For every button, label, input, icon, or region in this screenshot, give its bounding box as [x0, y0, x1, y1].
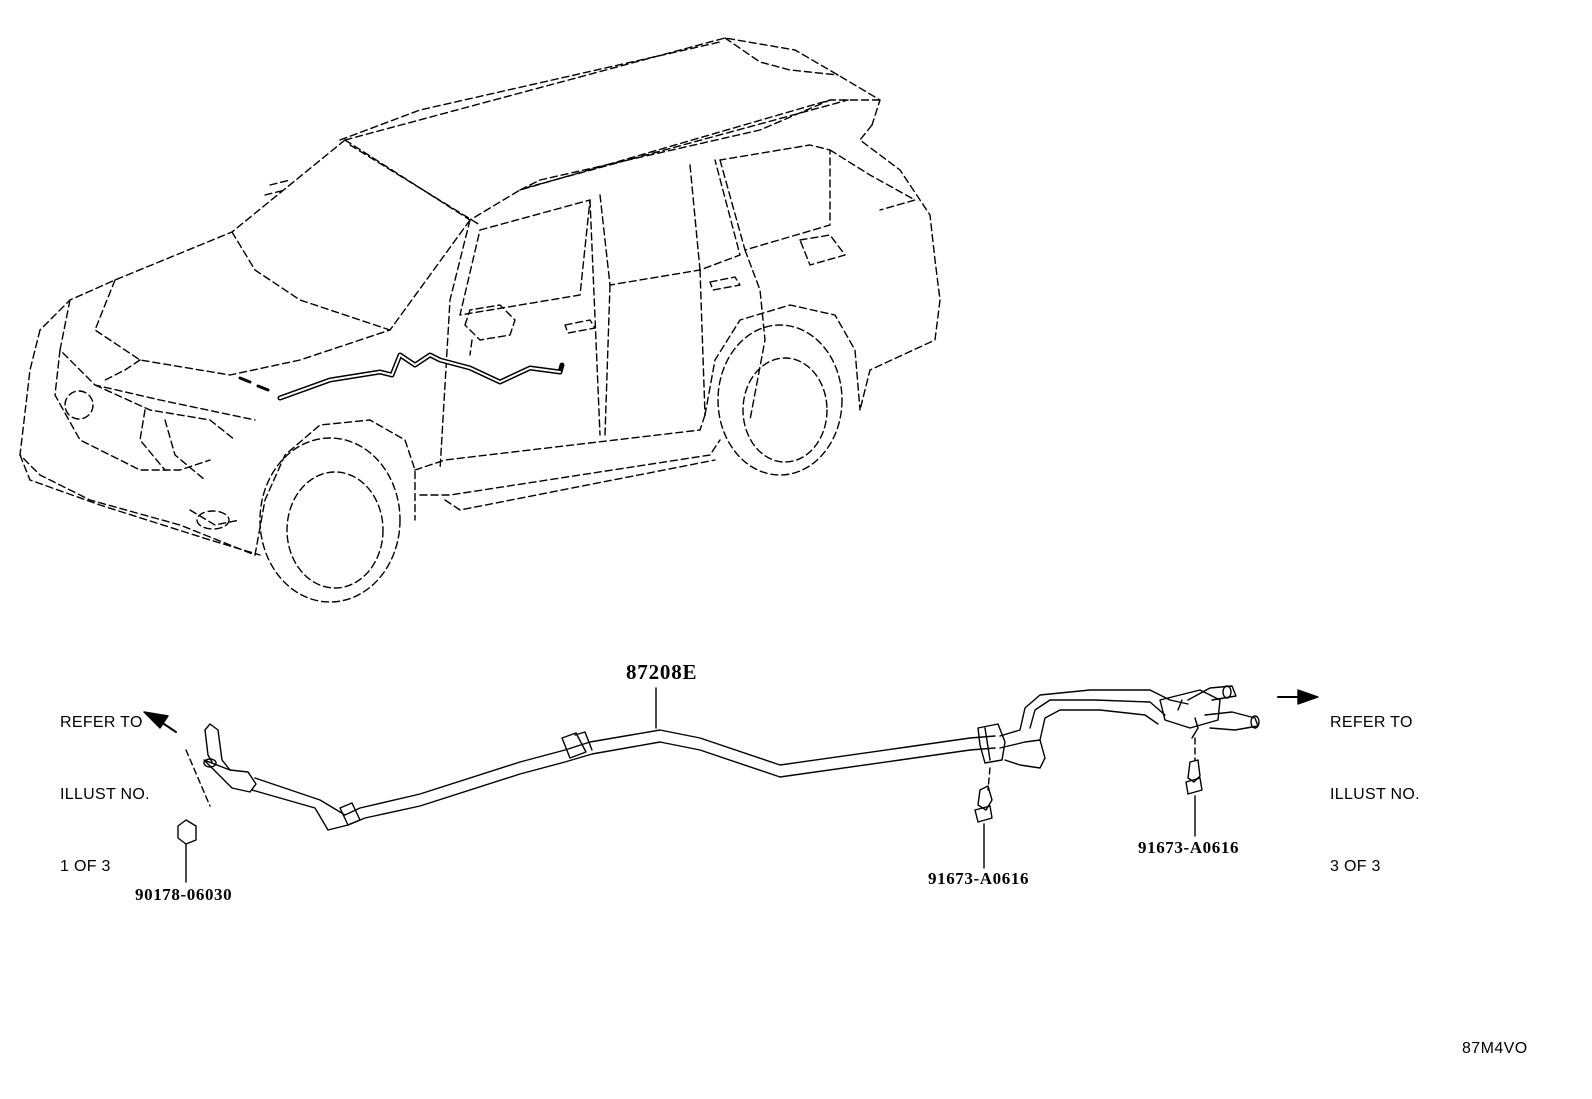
- part-number-bolt-right[interactable]: 91673-A0616: [1138, 838, 1240, 857]
- refer-right-line1: REFER TO: [1330, 714, 1413, 731]
- illustration-code: 87M4VO: [1462, 1040, 1528, 1057]
- part-number-bolt-center[interactable]: 91673-A0616: [928, 869, 1030, 888]
- hose-assembly-87208e: [203, 685, 1260, 831]
- refer-right-line3: 3 OF 3: [1330, 858, 1381, 875]
- vehicle-outline: [19, 37, 941, 603]
- refer-left-line3: 1 OF 3: [60, 858, 111, 875]
- bolt-right-graphic: [1185, 737, 1203, 837]
- refer-note-left: REFER TO ILLUST NO. 1 OF 3: [60, 663, 150, 903]
- arrow-left: [143, 711, 177, 733]
- vehicle-hose-route: [238, 352, 565, 401]
- refer-right-line2: ILLUST NO.: [1330, 786, 1420, 803]
- bolt-center-graphic: [974, 767, 993, 869]
- clip-nut-graphic: [177, 749, 211, 883]
- arrow-right: [1277, 689, 1319, 705]
- part-number-clamp-nut[interactable]: 90178-06030: [135, 885, 233, 904]
- refer-left-line1: REFER TO: [60, 714, 143, 731]
- refer-note-right: REFER TO ILLUST NO. 3 OF 3: [1330, 663, 1420, 903]
- refer-left-line2: ILLUST NO.: [60, 786, 150, 803]
- part-number-87208e[interactable]: 87208E: [626, 660, 698, 684]
